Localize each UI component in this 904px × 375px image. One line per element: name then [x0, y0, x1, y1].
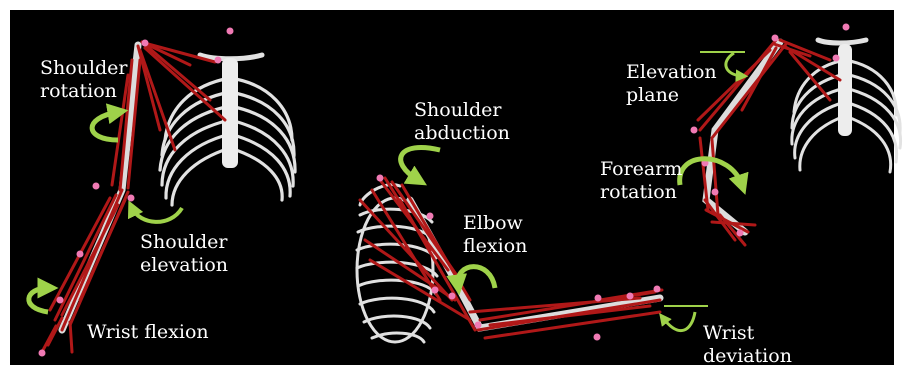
label-line: Forearm	[600, 158, 682, 181]
label-line: Shoulder	[414, 99, 510, 122]
curved-arrow-icon	[458, 267, 495, 288]
label-elevation-plane: Elevation plane	[626, 61, 717, 107]
label-line: elevation	[140, 254, 228, 277]
curved-arrow-icon	[132, 208, 182, 222]
label-line: Wrist flexion	[87, 321, 209, 344]
label-line: abduction	[414, 122, 510, 145]
curved-arrow-icon	[92, 112, 118, 140]
label-line: Wrist	[703, 322, 792, 345]
label-wrist-flexion: Wrist flexion	[87, 321, 209, 344]
curved-arrow-icon	[726, 53, 742, 76]
label-shoulder-abduction: Shoulder abduction	[414, 99, 510, 145]
curved-arrow-icon	[663, 312, 695, 331]
label-line: Shoulder	[140, 231, 228, 254]
label-shoulder-rotation: Shoulder rotation	[40, 57, 128, 103]
label-line: plane	[626, 84, 717, 107]
label-line: Elevation	[626, 61, 717, 84]
label-wrist-deviation: Wrist deviation	[703, 322, 792, 368]
sternum	[838, 44, 852, 136]
curved-arrow-icon	[29, 288, 48, 312]
label-line: rotation	[600, 181, 682, 204]
curved-arrow-icon	[401, 147, 440, 180]
label-line: deviation	[703, 345, 792, 368]
label-line: rotation	[40, 80, 128, 103]
label-line: Shoulder	[40, 57, 128, 80]
model-3-ribcage	[680, 24, 901, 246]
label-shoulder-elevation: Shoulder elevation	[140, 231, 228, 277]
label-forearm-rotation: Forearm rotation	[600, 158, 682, 204]
label-line: Elbow	[463, 212, 527, 235]
sternum	[222, 58, 238, 168]
label-line: flexion	[463, 235, 527, 258]
label-elbow-flexion: Elbow flexion	[463, 212, 527, 258]
